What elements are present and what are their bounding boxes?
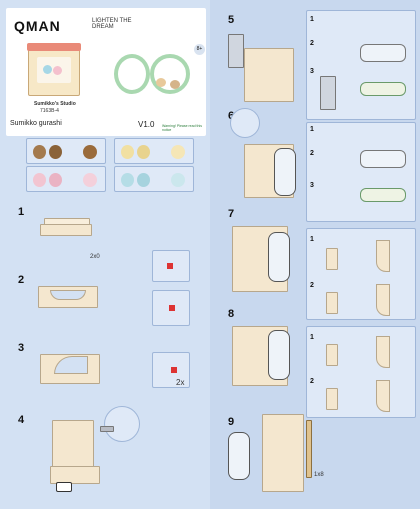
- step-number: 3: [18, 342, 24, 354]
- step7-part-3: [326, 292, 338, 314]
- version-label: V1.0: [138, 120, 154, 129]
- substep-number: 3: [310, 182, 314, 189]
- step3-qty: 2x: [176, 378, 184, 387]
- step6-green-panel: [360, 188, 406, 202]
- box-roof: [27, 43, 81, 51]
- step7-part-4: [376, 284, 390, 316]
- substep-number: 1: [310, 334, 314, 341]
- substep-number: 2: [310, 378, 314, 385]
- part-yellow-1: [121, 145, 134, 159]
- step-number: 8: [228, 308, 234, 320]
- substep-number: 2: [310, 282, 314, 289]
- step7-part-1: [326, 248, 338, 270]
- part-pink-2: [49, 173, 62, 187]
- step6-detail-callout: [230, 108, 260, 138]
- step2-callout-2: [152, 290, 190, 326]
- brand-tagline: LIGHTEN THE DREAM: [92, 18, 132, 30]
- attach-arrow: [167, 263, 173, 269]
- step8-part-4: [376, 380, 390, 412]
- step-number: 9: [228, 416, 234, 428]
- step4-tower: [52, 420, 94, 472]
- parts-panel-4: [114, 166, 194, 192]
- product-box-illustration: [28, 48, 80, 96]
- step4-detail-callout: [104, 406, 140, 442]
- step8-part-3: [326, 388, 338, 410]
- step9-pillar: [306, 420, 312, 478]
- step1-brick: [40, 224, 92, 236]
- part-blue-1: [121, 173, 134, 187]
- step1-brick-top: [44, 218, 90, 225]
- step6-subpanel: [306, 122, 416, 222]
- substep-number: 2: [310, 150, 314, 157]
- part-pink-1: [33, 173, 46, 187]
- step8-part-2: [376, 336, 390, 368]
- step-number: 1: [18, 206, 24, 218]
- step5-window-piece: [360, 44, 406, 62]
- part-brown-3: [83, 145, 97, 159]
- brand-logo: QMAN: [14, 18, 61, 34]
- logo-six-ring: [114, 54, 150, 94]
- step7-window: [268, 232, 290, 282]
- step8-subpanel: [306, 326, 416, 418]
- logo-zero-ring: [150, 54, 190, 94]
- part-yellow-2: [137, 145, 150, 159]
- part-pink-3: [83, 173, 97, 187]
- parts-panel-3: [26, 166, 106, 192]
- product-code: 7163B-4: [40, 108, 59, 114]
- step2-arch: [50, 290, 86, 300]
- step-number: 5: [228, 14, 234, 26]
- attach-arrow: [169, 305, 175, 311]
- substep-number: 1: [310, 126, 314, 133]
- step9-window: [228, 432, 250, 480]
- step-number: 4: [18, 414, 24, 426]
- step7-part-2: [376, 240, 390, 272]
- step-number: 7: [228, 208, 234, 220]
- character-icon: [53, 66, 62, 75]
- warning-label: Warning! Please read this notice: [162, 124, 206, 132]
- substep-number: 3: [310, 68, 314, 75]
- left-column: QMAN LIGHTEN THE DREAM Sumikko's Studio …: [0, 0, 210, 509]
- substep-number: 2: [310, 40, 314, 47]
- part-blue-2: [137, 173, 150, 187]
- character-icon: [156, 78, 166, 87]
- part-brown-1: [33, 145, 46, 159]
- part-brown-2: [49, 145, 62, 159]
- substep-number: 1: [310, 236, 314, 243]
- step5-green-panel: [360, 82, 406, 96]
- product-name: Sumikko gurashi: [10, 120, 62, 127]
- step7-subpanel: [306, 228, 416, 320]
- part-yellow-3: [171, 145, 185, 159]
- right-column: 5 1 2 3 6 1 2 3 7 1 2 8: [210, 0, 420, 509]
- step-number: 2: [18, 274, 24, 286]
- character-icon: [170, 80, 180, 89]
- attach-arrow: [171, 367, 177, 373]
- step6-window-piece: [360, 150, 406, 168]
- character-icon: [43, 65, 52, 74]
- step4-rotate-icon: [56, 482, 72, 492]
- product-subtitle: Sumikko's Studio: [34, 101, 76, 107]
- step9-tower: [262, 414, 304, 492]
- cover-panel: QMAN LIGHTEN THE DREAM Sumikko's Studio …: [6, 8, 206, 136]
- step8-part-1: [326, 344, 338, 366]
- age-badge: 8+: [194, 44, 205, 55]
- step4-axle: [100, 426, 114, 432]
- step2-callout-1: [152, 250, 190, 282]
- step1-qty: 2x0: [90, 254, 100, 260]
- parts-panel-1: [26, 138, 106, 164]
- step5-part: [320, 76, 336, 110]
- step6-window: [274, 148, 296, 196]
- substep-number: 1: [310, 16, 314, 23]
- step5-panel: [228, 34, 244, 68]
- part-blue-3: [171, 173, 185, 187]
- parts-panel-2: [114, 138, 194, 164]
- step5-tower: [244, 48, 294, 102]
- step9-qty: 1x8: [314, 472, 324, 478]
- step8-window: [268, 330, 290, 380]
